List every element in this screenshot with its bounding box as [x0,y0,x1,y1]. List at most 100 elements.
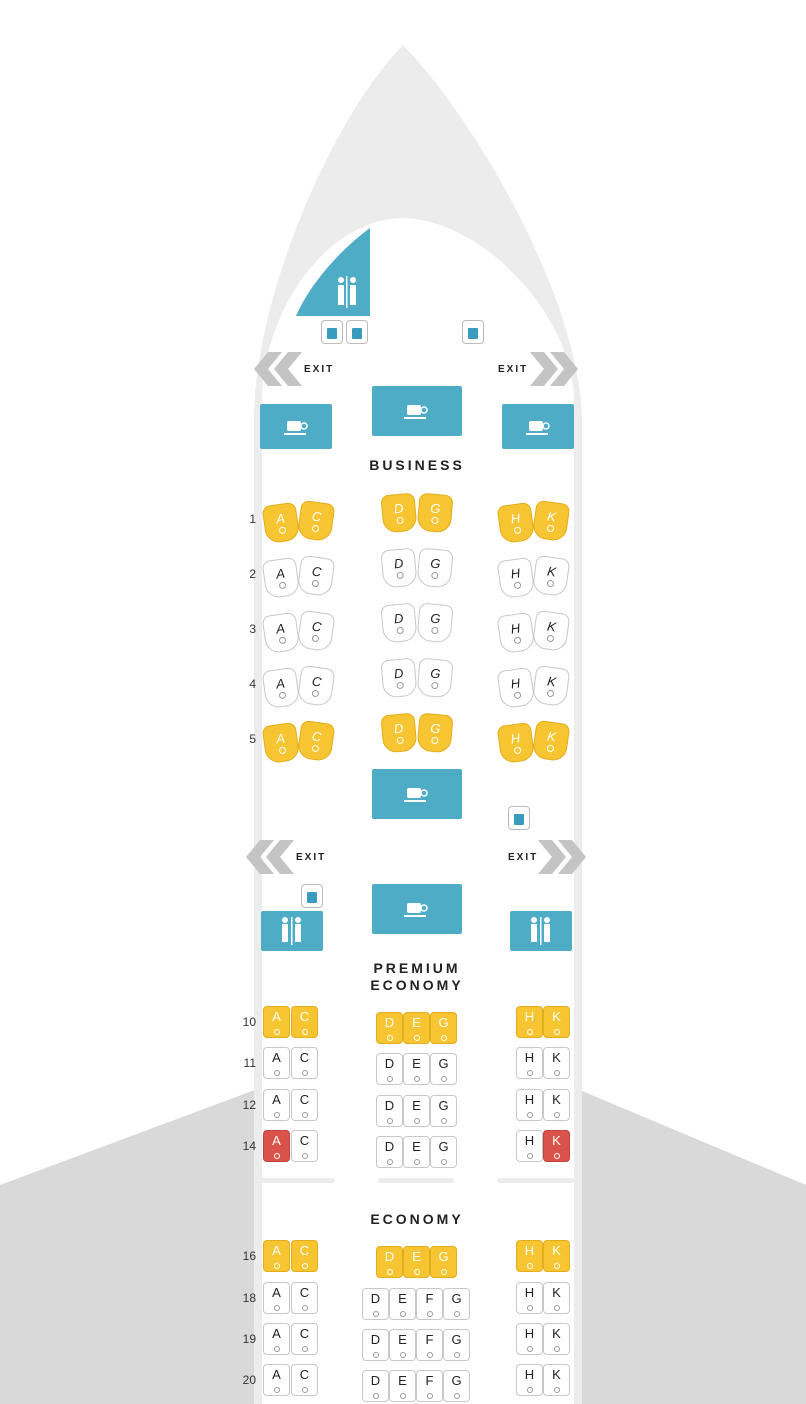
economy-seat[interactable]: C [291,1240,318,1272]
exit-label: EXIT [296,852,327,863]
seat-indicator-icon [399,1311,406,1317]
economy-seat[interactable]: F [416,1288,443,1320]
seat-letter: D [370,1373,381,1388]
economy-seat[interactable]: K [543,1323,570,1355]
economy-seat[interactable]: A [263,1364,290,1396]
economy-seat[interactable]: A [263,1282,290,1314]
seat-indicator-icon [273,1263,280,1269]
economy-seat[interactable]: G [443,1370,470,1402]
seat-indicator-icon [526,1153,533,1159]
seat-letter: D [370,1291,381,1306]
premium-seat[interactable]: C [291,1089,318,1121]
premium-seat[interactable]: E [403,1136,430,1168]
exit-chevron-icon [530,352,578,386]
seat-indicator-icon [440,1076,447,1082]
economy-seat[interactable]: K [543,1240,570,1272]
premium-seat[interactable]: K [543,1006,570,1038]
galley-center-mid [372,769,462,819]
row-number: 19 [242,1332,256,1346]
premium-seat[interactable]: H [516,1047,543,1079]
seat-letter: H [509,565,522,582]
premium-seat[interactable]: A [263,1006,290,1038]
business-seat[interactable]: D [380,547,418,589]
premium-seat[interactable]: E [403,1012,430,1044]
premium-seat[interactable]: A [263,1089,290,1121]
economy-seat[interactable]: H [516,1282,543,1314]
economy-seat[interactable]: G [430,1246,457,1278]
economy-seat[interactable]: C [291,1364,318,1396]
premium-seat[interactable]: G [430,1136,457,1168]
premium-seat[interactable]: D [376,1136,403,1168]
business-seat[interactable]: G [416,492,454,534]
economy-seat[interactable]: E [389,1288,416,1320]
economy-seat[interactable]: E [389,1329,416,1361]
economy-seat[interactable]: D [362,1329,389,1361]
business-seat[interactable]: D [380,602,418,644]
premium-seat[interactable]: G [430,1095,457,1127]
economy-seat[interactable]: A [263,1240,290,1272]
seat-indicator-icon [413,1118,420,1124]
business-seat[interactable]: G [416,657,454,699]
business-seat[interactable]: G [416,712,454,754]
business-seat[interactable]: D [380,712,418,754]
economy-seat[interactable]: K [543,1364,570,1396]
seat-indicator-icon [301,1112,308,1118]
premium-seat[interactable]: D [376,1012,403,1044]
premium-seat[interactable]: A [263,1047,290,1079]
business-seat[interactable]: G [416,602,454,644]
economy-seat[interactable]: D [362,1370,389,1402]
premium-seat[interactable]: C [291,1006,318,1038]
seat-letter: H [524,1243,535,1258]
premium-seat[interactable]: H [516,1089,543,1121]
premium-seat[interactable]: A [263,1130,290,1162]
seat-indicator-icon [273,1070,280,1076]
economy-seat[interactable]: H [516,1240,543,1272]
economy-seat[interactable]: K [543,1282,570,1314]
premium-seat[interactable]: E [403,1095,430,1127]
economy-seat[interactable]: C [291,1282,318,1314]
seat-letter: A [272,1367,281,1382]
seat-indicator-icon [440,1118,447,1124]
seat-indicator-icon [311,634,319,643]
economy-seat[interactable]: C [291,1323,318,1355]
premium-seat[interactable]: G [430,1053,457,1085]
premium-seat[interactable]: D [376,1095,403,1127]
row-number: 4 [249,677,256,691]
seat-letter: C [310,508,323,525]
seat-indicator-icon [526,1263,533,1269]
economy-seat[interactable]: F [416,1329,443,1361]
economy-seat[interactable]: E [403,1246,430,1278]
seat-letter: A [272,1009,281,1024]
economy-seat[interactable]: H [516,1323,543,1355]
economy-seat[interactable]: G [443,1288,470,1320]
seat-indicator-icon [273,1387,280,1393]
economy-seat[interactable]: A [263,1323,290,1355]
seat-indicator-icon [426,1352,433,1358]
seat-letter: A [272,1326,281,1341]
seat-indicator-icon [553,1153,560,1159]
business-seat[interactable]: D [380,492,418,534]
coffee-cup-icon [526,421,550,435]
economy-seat[interactable]: F [416,1370,443,1402]
premium-seat[interactable]: G [430,1012,457,1044]
economy-seat[interactable]: D [362,1288,389,1320]
economy-seat[interactable]: G [443,1329,470,1361]
premium-seat[interactable]: C [291,1130,318,1162]
premium-seat[interactable]: K [543,1130,570,1162]
premium-seat[interactable]: E [403,1053,430,1085]
seat-letter: K [552,1285,561,1300]
premium-seat[interactable]: K [543,1047,570,1079]
economy-seat[interactable]: D [376,1246,403,1278]
business-seat[interactable]: D [380,657,418,699]
economy-seat[interactable]: H [516,1364,543,1396]
seat-indicator-icon [513,746,521,755]
water-cup-icon [508,806,530,830]
premium-seat[interactable]: H [516,1130,543,1162]
premium-seat[interactable]: K [543,1089,570,1121]
premium-seat[interactable]: C [291,1047,318,1079]
premium-seat[interactable]: D [376,1053,403,1085]
premium-seat[interactable]: H [516,1006,543,1038]
business-seat[interactable]: G [416,547,454,589]
economy-seat[interactable]: E [389,1370,416,1402]
